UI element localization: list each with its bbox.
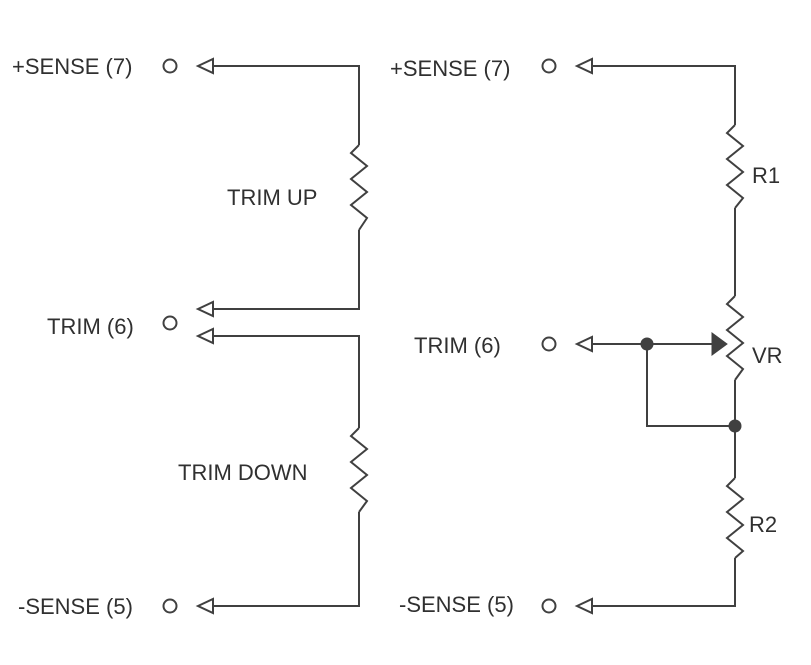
right-sense-plus-terminal xyxy=(541,58,557,74)
left-trim-up-wire xyxy=(213,230,360,310)
r1-label: R1 xyxy=(752,163,780,188)
left-trim-upper-arrow xyxy=(195,300,214,318)
r2-resistor xyxy=(725,477,745,559)
trim-junction-dot xyxy=(640,337,654,351)
left-trim-lower-arrow xyxy=(195,327,214,345)
left-circuit: +SENSE (7) TRIM (6) -SENSE (5) TRIM UP T… xyxy=(12,54,369,619)
left-sense-minus-terminal xyxy=(162,598,178,614)
left-sense-plus-label: +SENSE (7) xyxy=(12,54,132,79)
r1-resistor xyxy=(725,124,745,209)
left-sense-minus-arrow xyxy=(195,597,214,615)
vr-potentiometer xyxy=(725,295,745,381)
left-trim-terminal xyxy=(162,315,178,331)
left-sense-minus-wire xyxy=(213,512,360,607)
left-sense-plus-arrow xyxy=(195,57,214,75)
right-sense-minus-wire xyxy=(592,558,736,607)
vr-r2-junction-dot xyxy=(728,419,742,433)
trim-down-label: TRIM DOWN xyxy=(178,460,308,485)
left-sense-plus-terminal xyxy=(162,58,178,74)
wiper-short-wire xyxy=(646,344,735,427)
trim-up-resistor xyxy=(349,144,369,231)
right-trim-terminal xyxy=(541,336,557,352)
right-sense-plus-label: +SENSE (7) xyxy=(390,56,510,81)
left-sense-plus-wire xyxy=(213,65,360,145)
right-sense-minus-terminal xyxy=(541,598,557,614)
right-sense-minus-arrow xyxy=(574,597,593,615)
vr-wiper-arrow xyxy=(711,332,728,356)
r2-label: R2 xyxy=(749,512,777,537)
right-trim-label: TRIM (6) xyxy=(414,333,501,358)
left-trim-down-wire xyxy=(213,335,360,428)
left-trim-label: TRIM (6) xyxy=(47,314,134,339)
vr-label: VR xyxy=(752,343,783,368)
right-trim-arrow xyxy=(574,335,593,353)
left-sense-minus-label: -SENSE (5) xyxy=(18,594,133,619)
right-circuit: +SENSE (7) TRIM (6) -SENSE (5) R1 VR R2 xyxy=(390,56,783,617)
right-sense-minus-label: -SENSE (5) xyxy=(399,592,514,617)
right-sense-plus-wire xyxy=(592,65,736,125)
trim-down-resistor xyxy=(349,427,369,513)
right-sense-plus-arrow xyxy=(574,57,593,75)
trim-up-label: TRIM UP xyxy=(227,185,317,210)
